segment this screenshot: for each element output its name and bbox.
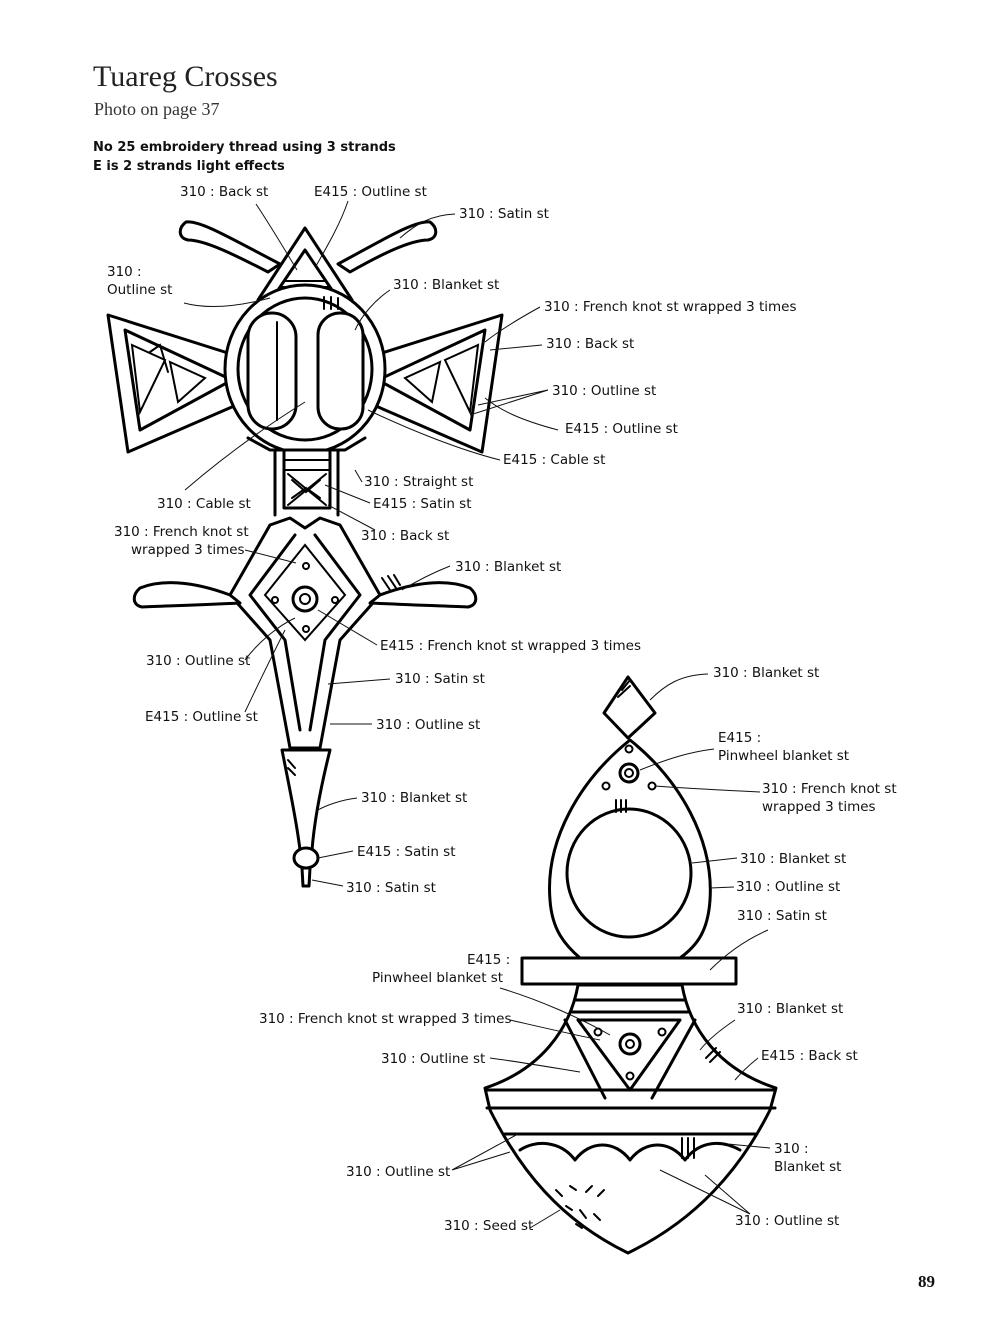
label-outline-st-1a: 310 : bbox=[107, 264, 142, 280]
label-satin-st-1: 310 : Satin st bbox=[459, 206, 549, 222]
label-pinwheel-2b: Pinwheel blanket st bbox=[372, 970, 503, 986]
label-blanket-st-6: 310 : Blanket st bbox=[737, 1001, 843, 1017]
page-number: 89 bbox=[918, 1272, 935, 1292]
label-french-knot-e415: E415 : French knot st wrapped 3 times bbox=[380, 638, 641, 654]
label-blanket-st-2: 310 : Blanket st bbox=[455, 559, 561, 575]
label-blanket-st-4: 310 : Blanket st bbox=[713, 665, 819, 681]
label-satin-st-3: 310 : Satin st bbox=[346, 880, 436, 896]
label-blanket-st-3: 310 : Blanket st bbox=[361, 790, 467, 806]
label-french-knot-1: 310 : French knot st wrapped 3 times bbox=[544, 299, 797, 315]
label-cable-st-e415: E415 : Cable st bbox=[503, 452, 605, 468]
label-outline-st-8: 310 : Outline st bbox=[735, 1213, 839, 1229]
label-cable-st-310: 310 : Cable st bbox=[157, 496, 251, 512]
label-satin-st-4: 310 : Satin st bbox=[737, 908, 827, 924]
label-french-knot-3b: wrapped 3 times bbox=[762, 799, 876, 815]
label-blanket-st-7a: 310 : bbox=[774, 1141, 809, 1157]
label-outline-st-6: 310 : Outline st bbox=[381, 1051, 485, 1067]
label-blanket-st-5: 310 : Blanket st bbox=[740, 851, 846, 867]
label-outline-st-4: 310 : Outline st bbox=[376, 717, 480, 733]
label-straight-st: 310 : Straight st bbox=[364, 474, 473, 490]
label-outline-st-7: 310 : Outline st bbox=[346, 1164, 450, 1180]
label-pinwheel-1b: Pinwheel blanket st bbox=[718, 748, 849, 764]
label-french-knot-3a: 310 : French knot st bbox=[762, 781, 897, 797]
label-back-st-2: 310 : Back st bbox=[546, 336, 634, 352]
label-outline-st-e415-3: E415 : Outline st bbox=[145, 709, 258, 725]
label-satin-st-2: 310 : Satin st bbox=[395, 671, 485, 687]
label-blanket-st-7b: Blanket st bbox=[774, 1159, 841, 1175]
label-outline-st-e415-1: E415 : Outline st bbox=[314, 184, 427, 200]
label-outline-st-1b: Outline st bbox=[107, 282, 172, 298]
label-french-knot-2b: wrapped 3 times bbox=[131, 542, 245, 558]
label-satin-st-e415-2: E415 : Satin st bbox=[357, 844, 456, 860]
label-outline-st-5: 310 : Outline st bbox=[736, 879, 840, 895]
label-outline-st-e415-2: E415 : Outline st bbox=[565, 421, 678, 437]
label-seed-st: 310 : Seed st bbox=[444, 1218, 533, 1234]
label-outline-st-3: 310 : Outline st bbox=[146, 653, 250, 669]
label-back-st-1: 310 : Back st bbox=[180, 184, 268, 200]
stitch-labels: 310 : Back st E415 : Outline st 310 : Sa… bbox=[107, 184, 897, 1234]
label-back-st-e415: E415 : Back st bbox=[761, 1048, 858, 1064]
label-pinwheel-1a: E415 : bbox=[718, 730, 761, 746]
label-back-st-3: 310 : Back st bbox=[361, 528, 449, 544]
label-french-knot-2a: 310 : French knot st bbox=[114, 524, 249, 540]
label-satin-st-e415-1: E415 : Satin st bbox=[373, 496, 472, 512]
label-outline-st-2: 310 : Outline st bbox=[552, 383, 656, 399]
label-french-knot-4: 310 : French knot st wrapped 3 times bbox=[259, 1011, 512, 1027]
label-blanket-st-1: 310 : Blanket st bbox=[393, 277, 499, 293]
label-pinwheel-2a: E415 : bbox=[467, 952, 510, 968]
